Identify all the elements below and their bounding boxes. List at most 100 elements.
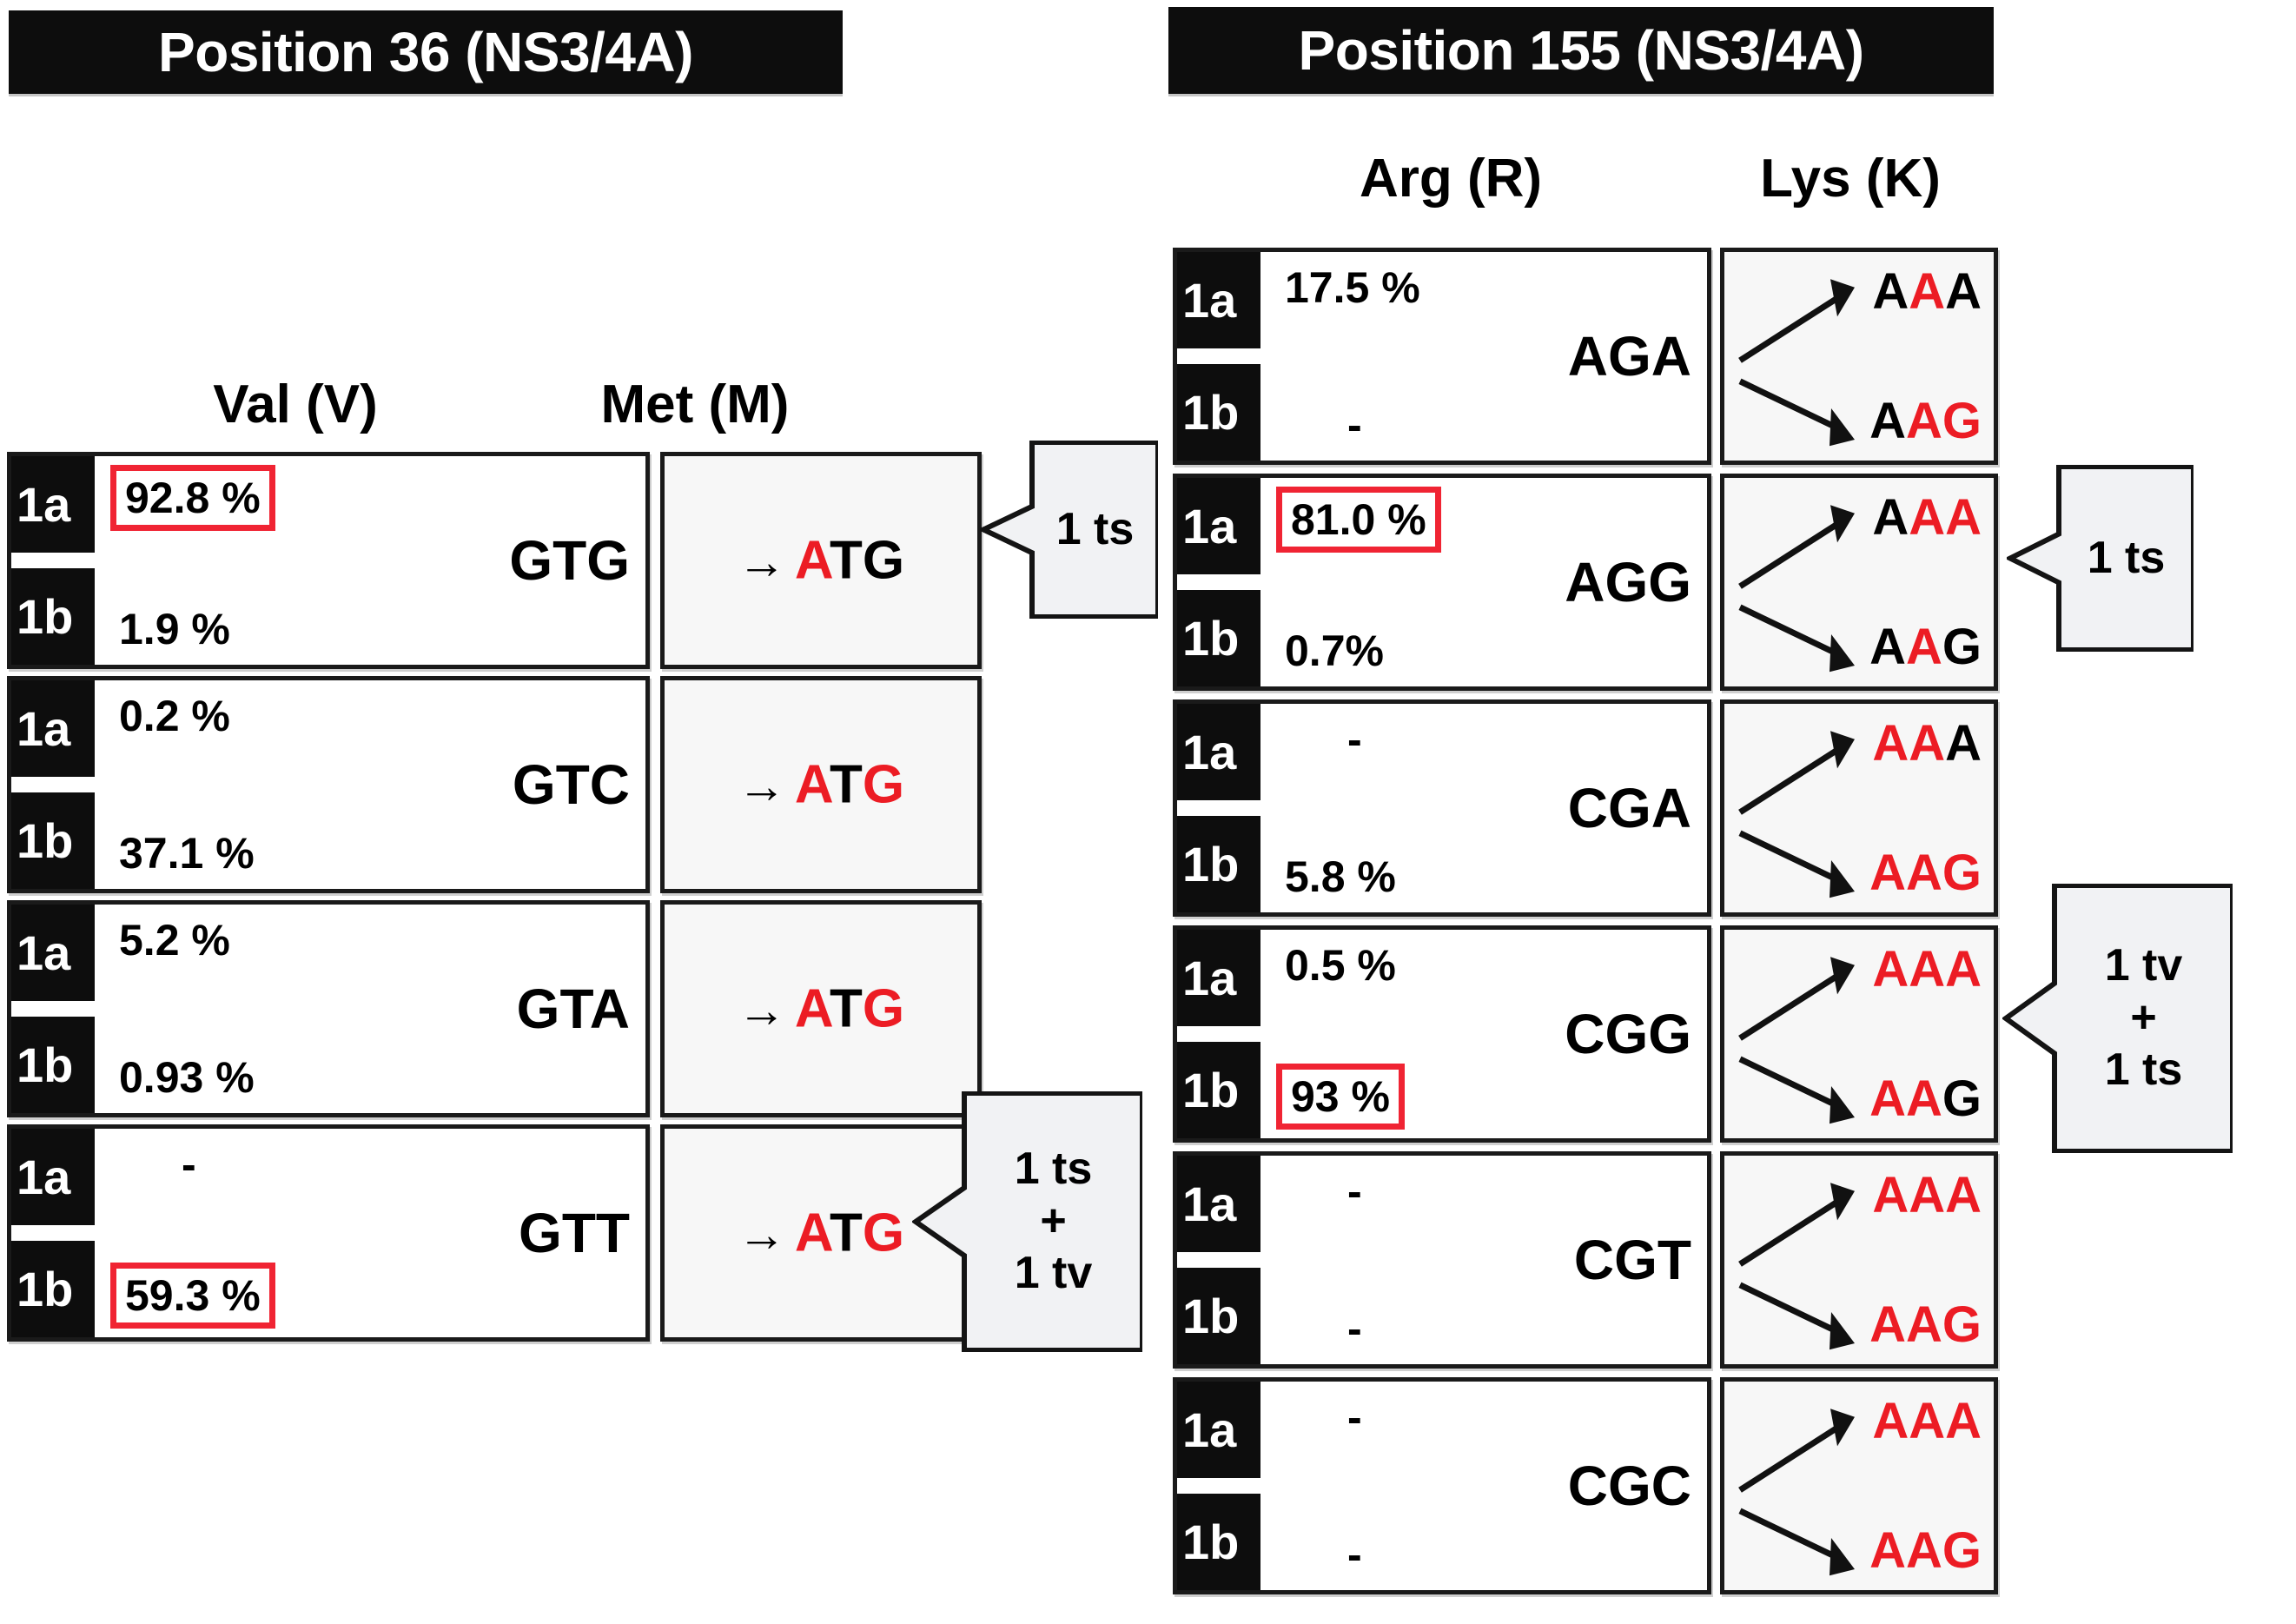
nucleotide: A [1905, 619, 1942, 675]
prevalence-1b: 0.93 % [119, 1053, 255, 1102]
codon-label: CGC [1567, 1455, 1691, 1517]
branch-arrows-icon [1738, 1183, 1855, 1350]
branch-arrows [1733, 704, 1863, 912]
subtype-label-1a: 1a [1177, 930, 1260, 1026]
mutant-codon-lower: AAG [1869, 1296, 1982, 1354]
mutant-codon-box-gtc: →ATG [660, 676, 982, 893]
mutant-codon-box-gta: →ATG [660, 900, 982, 1117]
branch-arrows [1733, 1156, 1863, 1364]
subtype-label-1a: 1a [1177, 704, 1260, 800]
subtype-label-1b: 1b [1177, 1494, 1260, 1590]
prevalence-1b: - [1347, 1304, 1362, 1353]
prevalence-1b: 93 % [1276, 1064, 1405, 1130]
mutant-codon-lower: AAG [1869, 1070, 1982, 1128]
branch-arrows-icon [1738, 1409, 1855, 1576]
nucleotide: A [1869, 1071, 1906, 1127]
panel-title-position-36: Position 36 (NS3/4A) [9, 10, 843, 94]
callout-arrow-icon [2007, 465, 2193, 652]
nucleotide: A [794, 1203, 830, 1263]
right-arrow-icon: → [737, 1206, 786, 1262]
subtype-label-1b: 1b [11, 792, 95, 889]
subtype-label-1a: 1a [11, 680, 95, 777]
nucleotide: T [830, 1203, 863, 1263]
nucleotide: A [1909, 1167, 1946, 1223]
nucleotide: A [794, 754, 830, 815]
nucleotide: A [794, 530, 830, 591]
branch-arrows [1733, 930, 1863, 1138]
prevalence-1a: 0.5 % [1285, 941, 1396, 990]
codon-label: AGA [1567, 325, 1691, 388]
codon-label: AGG [1565, 551, 1691, 613]
nucleotide: A [1909, 715, 1946, 772]
prevalence-1a: 0.2 % [119, 692, 230, 740]
prevalence-1b: 1.9 % [119, 605, 230, 653]
column-header-arg: Arg (R) [1359, 149, 1543, 209]
nucleotide: T [830, 978, 863, 1039]
prevalence-1a: - [1347, 1393, 1362, 1442]
mutant-codon: →ATG [665, 754, 977, 816]
nucleotide: A [1872, 1393, 1909, 1449]
nucleotide: T [830, 754, 863, 815]
callout-text: 1 tv+1 ts [2054, 884, 2233, 1153]
nucleotide: A [1945, 941, 1982, 998]
prevalence-1a: 17.5 % [1285, 263, 1420, 312]
subtype-label-1a: 1a [11, 1129, 95, 1225]
nucleotide: G [1942, 619, 1982, 675]
prevalence-1b: 59.3 % [110, 1263, 275, 1329]
callout-text: 1 ts+1 tv [964, 1091, 1142, 1352]
branch-arrows-icon [1738, 279, 1855, 447]
callout-1ts-position155: 1 ts [2007, 465, 2193, 652]
nucleotide: G [1942, 1296, 1982, 1353]
callout-1ts-1tv-position36: 1 ts+1 tv [912, 1091, 1142, 1352]
callout-arrow-icon [912, 1091, 1142, 1352]
subtype-label-1b: 1b [11, 1241, 95, 1337]
nucleotide: G [862, 530, 905, 591]
nucleotide: A [1909, 263, 1946, 320]
nucleotide: A [1905, 845, 1942, 901]
mutant-codon: →ATG [665, 1203, 977, 1264]
codon-label: GTA [516, 978, 630, 1040]
nucleotide: G [1942, 1071, 1982, 1127]
subtype-label-1a: 1a [11, 905, 95, 1001]
callout-line: + [1040, 1196, 1067, 1247]
callout-1tv-1ts-position155: 1 tv+1 ts [2002, 884, 2233, 1153]
right-arrow-icon: → [737, 982, 786, 1037]
mutant-codon-lower: AAG [1869, 392, 1982, 450]
callout-text: 1 ts [1032, 441, 1158, 619]
nucleotide: A [1909, 1393, 1946, 1449]
panel-title-position-155: Position 155 (NS3/4A) [1168, 7, 1994, 94]
branch-arrows [1733, 478, 1863, 686]
callout-line: 1 tv [2104, 940, 2183, 991]
mutant-codon-upper: AAA [1872, 1392, 1982, 1450]
nucleotide: A [1872, 263, 1909, 320]
subtype-label-1b: 1b [11, 568, 95, 665]
column-header-met: Met (M) [600, 375, 790, 434]
subtype-label-1b: 1b [1177, 816, 1260, 912]
mutant-codon: →ATG [665, 978, 977, 1040]
subtype-label-1b: 1b [11, 1017, 95, 1113]
mutant-codon-box-gtg: →ATG [660, 452, 982, 669]
nucleotide: G [1942, 1522, 1982, 1579]
nucleotide: A [1869, 845, 1906, 901]
callout-line: 1 ts [2104, 1044, 2183, 1095]
subtype-label-1a: 1a [1177, 1156, 1260, 1252]
callout-text: 1 ts [2059, 465, 2193, 652]
right-arrow-icon: → [737, 534, 786, 589]
mutant-codon-upper: AAA [1872, 488, 1982, 547]
subtype-label-1b: 1b [1177, 1268, 1260, 1364]
right-arrow-icon: → [737, 758, 786, 813]
